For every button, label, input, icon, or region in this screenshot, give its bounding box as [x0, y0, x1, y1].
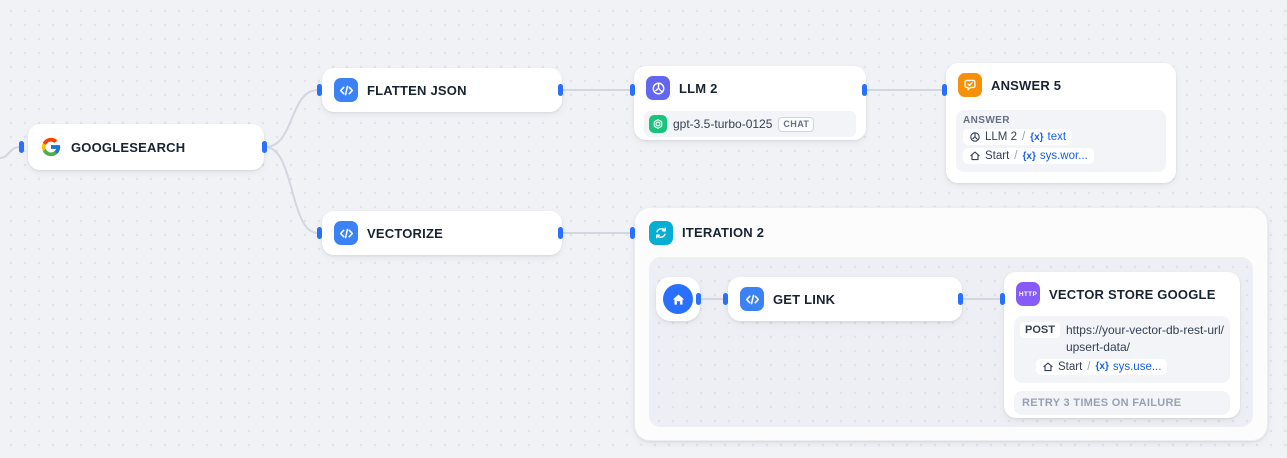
openai-icon [649, 115, 667, 133]
answer-variables-panel: ANSWER LLM 2 / {x} text Start / {x} sys.… [956, 110, 1166, 172]
node-vector-store-google[interactable]: HTTP VECTOR STORE GOOGLE POST https://yo… [1004, 272, 1240, 418]
connection-handle[interactable] [942, 84, 947, 96]
variable-source: Start [985, 150, 1010, 162]
separator: / [1014, 150, 1018, 162]
variable-name: sys.use... [1112, 360, 1162, 373]
node-llm-2[interactable]: LLM 2 gpt-3.5-turbo-0125 CHAT [634, 66, 866, 140]
connection-handle[interactable] [558, 84, 563, 96]
separator: / [1021, 131, 1026, 143]
connection-handle[interactable] [19, 141, 24, 153]
connection-handle[interactable] [630, 227, 635, 239]
variable-token-icon: {x} [1030, 131, 1044, 143]
node-title-answer-5: ANSWER 5 [991, 77, 1062, 93]
connection-handle[interactable] [317, 84, 322, 96]
variable-name: text [1047, 131, 1067, 143]
node-flatten-json[interactable]: FLATTEN JSON [322, 68, 562, 112]
connection-handle[interactable] [1000, 293, 1005, 305]
connection-handle[interactable] [862, 84, 867, 96]
home-icon [663, 284, 693, 314]
variable-pill[interactable]: Start / {x} sys.use... [1036, 358, 1168, 375]
code-icon [334, 78, 358, 102]
llm-icon [646, 76, 670, 100]
variable-token-icon: {x} [1095, 361, 1109, 373]
home-icon [1043, 362, 1053, 371]
connection-handle[interactable] [558, 227, 563, 239]
node-title-flatten-json: FLATTEN JSON [367, 82, 467, 98]
code-icon [740, 287, 764, 311]
variable-pill[interactable]: Start / {x} sys.wor... [963, 148, 1094, 164]
connection-handle[interactable] [317, 227, 322, 239]
node-title-llm-2: LLM 2 [679, 80, 718, 96]
answer-section-label: ANSWER [963, 115, 1010, 126]
edge-googlesearch-vectorize[interactable] [264, 146, 319, 234]
code-icon [334, 221, 358, 245]
edge-googlesearch-flattenjson[interactable] [264, 89, 319, 148]
node-title-get-link: GET LINK [773, 291, 836, 307]
connection-handle[interactable] [958, 293, 963, 305]
iteration-icon [649, 220, 673, 245]
llm-icon [970, 132, 980, 142]
connection-handle[interactable] [696, 293, 701, 305]
node-title-iteration-2: ITERATION 2 [682, 225, 765, 240]
variable-token-icon: {x} [1022, 150, 1036, 162]
node-get-link[interactable]: GET LINK [728, 277, 962, 321]
variable-source: Start [1058, 360, 1083, 373]
node-iteration-start[interactable] [656, 277, 700, 321]
http-icon-label: HTTP [1018, 290, 1038, 298]
http-method-badge: POST [1020, 322, 1060, 338]
node-googlesearch[interactable]: GOOGLESEARCH [28, 124, 264, 170]
node-vectorize[interactable]: VECTORIZE [322, 211, 562, 255]
connection-handle[interactable] [262, 141, 267, 153]
connection-handle[interactable] [723, 293, 728, 305]
connection-handle[interactable] [630, 84, 635, 96]
http-icon: HTTP [1016, 282, 1040, 306]
node-title-googlesearch: GOOGLESEARCH [71, 139, 186, 155]
variable-name: sys.wor... [1039, 150, 1088, 162]
node-answer-5[interactable]: ANSWER 5 ANSWER LLM 2 / {x} text Start /… [946, 63, 1176, 183]
variable-source: LLM 2 [985, 131, 1017, 143]
model-mode-badge: CHAT [778, 116, 815, 132]
model-name: gpt-3.5-turbo-0125 [673, 117, 773, 131]
model-selector[interactable]: gpt-3.5-turbo-0125 CHAT [644, 111, 856, 137]
edge-incoming-googlesearch[interactable] [0, 146, 21, 159]
http-request-panel: POST https://your-vector-db-rest-url/ups… [1014, 316, 1230, 383]
google-logo-icon [40, 136, 62, 158]
node-title-vectorize: VECTORIZE [367, 225, 443, 241]
home-icon [970, 151, 980, 161]
node-title-vector-store-google: VECTOR STORE GOOGLE [1049, 286, 1216, 302]
separator: / [1087, 360, 1091, 373]
answer-icon [958, 73, 982, 97]
retry-on-failure-label: RETRY 3 TIMES ON FAILURE [1014, 391, 1230, 415]
variable-pill[interactable]: LLM 2 / {x} text [963, 129, 1073, 145]
http-request-url: https://your-vector-db-rest-url/upsert-d… [1065, 323, 1224, 355]
